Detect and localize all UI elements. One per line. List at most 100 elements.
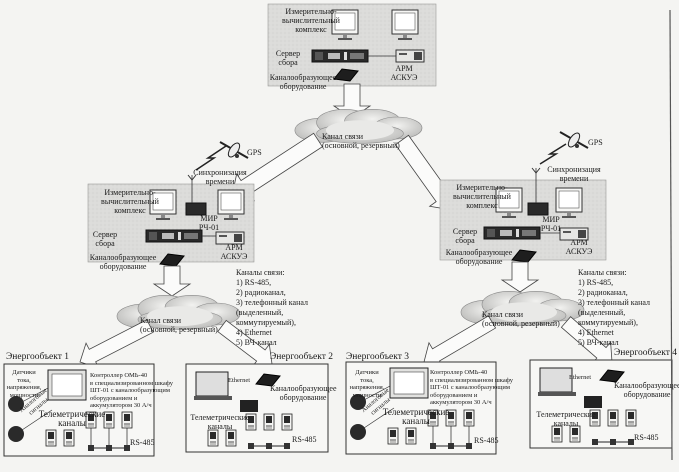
label-line: оборудование [279, 393, 327, 402]
label-line: РЧ-01 [198, 223, 220, 232]
label-line: каналы [402, 416, 430, 426]
obj1-sensors-label: Датчики тока, напряжения, мощности [6, 369, 42, 399]
label-line: аккумулятором 30 А/ч [430, 399, 492, 406]
right-arrow-down [500, 261, 540, 293]
energy-object-4-cabinet-base [538, 392, 576, 396]
label-line: оборудование [455, 257, 503, 266]
label-line: оборудование [623, 390, 671, 399]
label-line: Канал связи [322, 132, 364, 141]
label-line: Датчики [12, 369, 36, 376]
label-line: МИР [542, 215, 560, 224]
energy-object-2-battery [240, 400, 258, 412]
left-server-label: Сервер сбора [88, 230, 122, 248]
energy-object-3-bus-node [430, 443, 436, 449]
right-server [483, 226, 541, 240]
channels-item: 3) телефонный канал [578, 298, 650, 307]
energy-object-3-meter-icon [387, 427, 399, 445]
left-mir-device [185, 202, 207, 216]
top-complex-title-line: комплекс [295, 25, 327, 34]
label-line: Датчики [355, 369, 379, 376]
obj3-sensors-label: Датчики тока, напряжения, мощности [349, 369, 385, 399]
channels-item: коммутируемый), [236, 318, 296, 327]
energy-object-2-meter-icon [225, 429, 237, 447]
cloud-core [491, 302, 557, 323]
energy-object-2-controller-cabinet [195, 371, 229, 397]
channels-item: коммутируемый), [578, 318, 638, 327]
obj3-rs485-label: RS-485 [474, 436, 499, 445]
top-arm-label: АРМ АСКУЭ [386, 64, 422, 82]
label-line: Каналообразующее [614, 381, 679, 390]
energy-object-4-bus-node [592, 439, 598, 445]
obj3-telemetry-label: Телеметрические каналы [378, 408, 454, 426]
channels-item: 5) ВЧ-канал [236, 338, 277, 347]
obj4-channel-equipment-label: Каналообразующее оборудование [614, 381, 679, 399]
top-server-label: Сервер сбора [270, 49, 306, 67]
label-line: тока, [17, 376, 31, 384]
label-line: МИР [200, 214, 218, 223]
energy-object-2-cabinet-base [194, 396, 232, 400]
obj1-rs485-label: RS-485 [130, 438, 155, 447]
left-radio-link-icon [195, 145, 227, 171]
label-line: Каналообразующее [269, 73, 337, 82]
left-arm-label: АРМ АСКУЭ [217, 243, 251, 261]
obj4-telemetry-label: Телеметрические каналы [536, 410, 596, 428]
channels-item: 4) Ethernet [578, 328, 614, 337]
label-line: вычислительный [101, 197, 159, 206]
right-arm-label: АРМ АСКУЭ [562, 238, 596, 256]
arrow-to-object-2 [217, 319, 273, 368]
label-line: АСКУЭ [390, 73, 418, 82]
energy-object-4-bus-node [628, 439, 634, 445]
right-channel-equipment-label: Каналообразующее оборудование [444, 248, 514, 266]
top-cloud [294, 109, 423, 144]
label-line: АРМ [225, 243, 243, 252]
label-line: времени [205, 177, 235, 186]
channels-item: 3) телефонный канал [236, 298, 308, 307]
energy-object-4-bus-node [610, 439, 616, 445]
energy-object-2-meter-icon [263, 413, 275, 431]
top-server [311, 49, 369, 63]
right-channels-list: Каналы связи: 1) RS-485, 2) радиоканал, … [578, 268, 650, 348]
label-line: комплекс [114, 206, 146, 215]
energy-object-1-title: Энергообъект 1 [6, 352, 69, 362]
energy-object-4-battery [584, 396, 602, 408]
label-line: Сервер [92, 230, 118, 239]
label-line: сбора [455, 236, 475, 245]
label-line: в специализированном шкафу [90, 379, 174, 387]
energy-object-1-controller-door [51, 373, 83, 397]
page-edge [669, 9, 673, 461]
left-cloud-label: Канал связи (основной, резервный) [140, 316, 230, 334]
label-line: сбора [95, 239, 115, 248]
label-line: Контроллер ОМЬ-40 [90, 372, 148, 379]
label-line: Каналообразующее [445, 248, 513, 257]
obj2-channel-equipment-label: Каналообразующее оборудование [270, 384, 337, 402]
energy-object-2-meter-icon [207, 429, 219, 447]
label-line: Сервер [452, 227, 478, 236]
label-line: комплекс [466, 201, 498, 210]
energy-object-1-sensor-icon [8, 426, 24, 442]
energy-object-2-title: Энергообъект 2 [270, 352, 333, 362]
energy-object-2-bus-node [284, 443, 290, 449]
channels-item: 4) Ethernet [236, 328, 272, 337]
right-sync-label: Синхронизация времени [540, 165, 608, 183]
obj3-controller-label: Контроллер ОМЬ-40 в специализированном ш… [430, 369, 522, 407]
channels-item: 2) радиоканал, [578, 288, 628, 297]
label-line: Измерительно- [104, 188, 156, 197]
right-server-label: Сервер сбора [448, 227, 482, 245]
label-line: аккумулятором 30 А/ч [90, 402, 152, 409]
label-line: оборудование [279, 82, 327, 91]
cloud-core [147, 306, 213, 327]
top-arm-pc [395, 49, 425, 63]
energy-object-1-bus-node [124, 445, 130, 451]
energy-object-3-signal-line [363, 407, 395, 429]
channels-item: 2) радиоканал, [236, 288, 286, 297]
label-line: вычислительный [453, 192, 511, 201]
energy-object-4-controller-cabinet [539, 367, 573, 393]
label-line: Измерительно- [456, 183, 508, 192]
left-antenna-icon [187, 174, 197, 181]
channels-item: (выделенный, [578, 308, 626, 317]
energy-object-4-meter-icon [569, 425, 581, 443]
obj1-controller-label: Контроллер ОМЬ-40 в специализированном ш… [90, 372, 182, 410]
arrow-to-object-4 [560, 316, 613, 364]
energy-object-1-bus-node [88, 445, 94, 451]
label-line: Каналообразующее [89, 253, 157, 262]
